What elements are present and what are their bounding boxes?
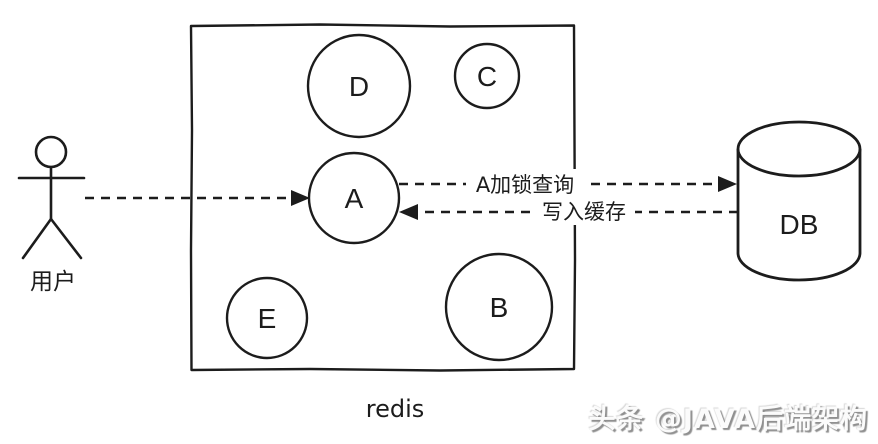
node-label-a: A bbox=[345, 183, 364, 214]
node-label-b: B bbox=[490, 292, 509, 323]
node-circle-b bbox=[444, 252, 554, 362]
node-label-d: D bbox=[349, 71, 369, 102]
stick-figure-legs bbox=[21, 217, 83, 260]
watermark-text: 头条 @JAVA后端架构 bbox=[588, 404, 868, 435]
user-actor-label: 用户 bbox=[30, 269, 76, 295]
node-circle-e bbox=[225, 276, 309, 360]
lock-query-label: A加锁查询 bbox=[476, 173, 574, 197]
node-circle-a bbox=[307, 151, 401, 245]
database-label: DB bbox=[780, 209, 819, 240]
arrow-user-to-a bbox=[85, 190, 310, 206]
stick-figure-head bbox=[34, 135, 68, 169]
node-circle-c bbox=[453, 42, 521, 110]
redis-box-label: redis bbox=[366, 395, 425, 423]
write-cache-label: 写入缓存 bbox=[542, 200, 626, 224]
database-cylinder-rim bbox=[736, 148, 862, 178]
arrow-a-to-db-head bbox=[718, 176, 737, 192]
write-cache-label-bg bbox=[533, 198, 635, 225]
redis-box bbox=[189, 23, 577, 372]
database-cylinder-body bbox=[736, 120, 862, 282]
user-actor-icon bbox=[17, 135, 86, 260]
node-label-c: C bbox=[477, 61, 497, 92]
node-circle-d bbox=[306, 33, 412, 139]
arrow-db-to-a-head bbox=[399, 204, 418, 220]
arrow-user-to-a-head bbox=[291, 190, 310, 206]
arrow-a-to-db: A加锁查询 bbox=[399, 169, 737, 198]
lock-query-label-bg bbox=[466, 169, 584, 198]
arrow-db-to-a: 写入缓存 bbox=[399, 198, 738, 225]
database-icon bbox=[736, 120, 862, 282]
node-label-e: E bbox=[258, 303, 277, 334]
